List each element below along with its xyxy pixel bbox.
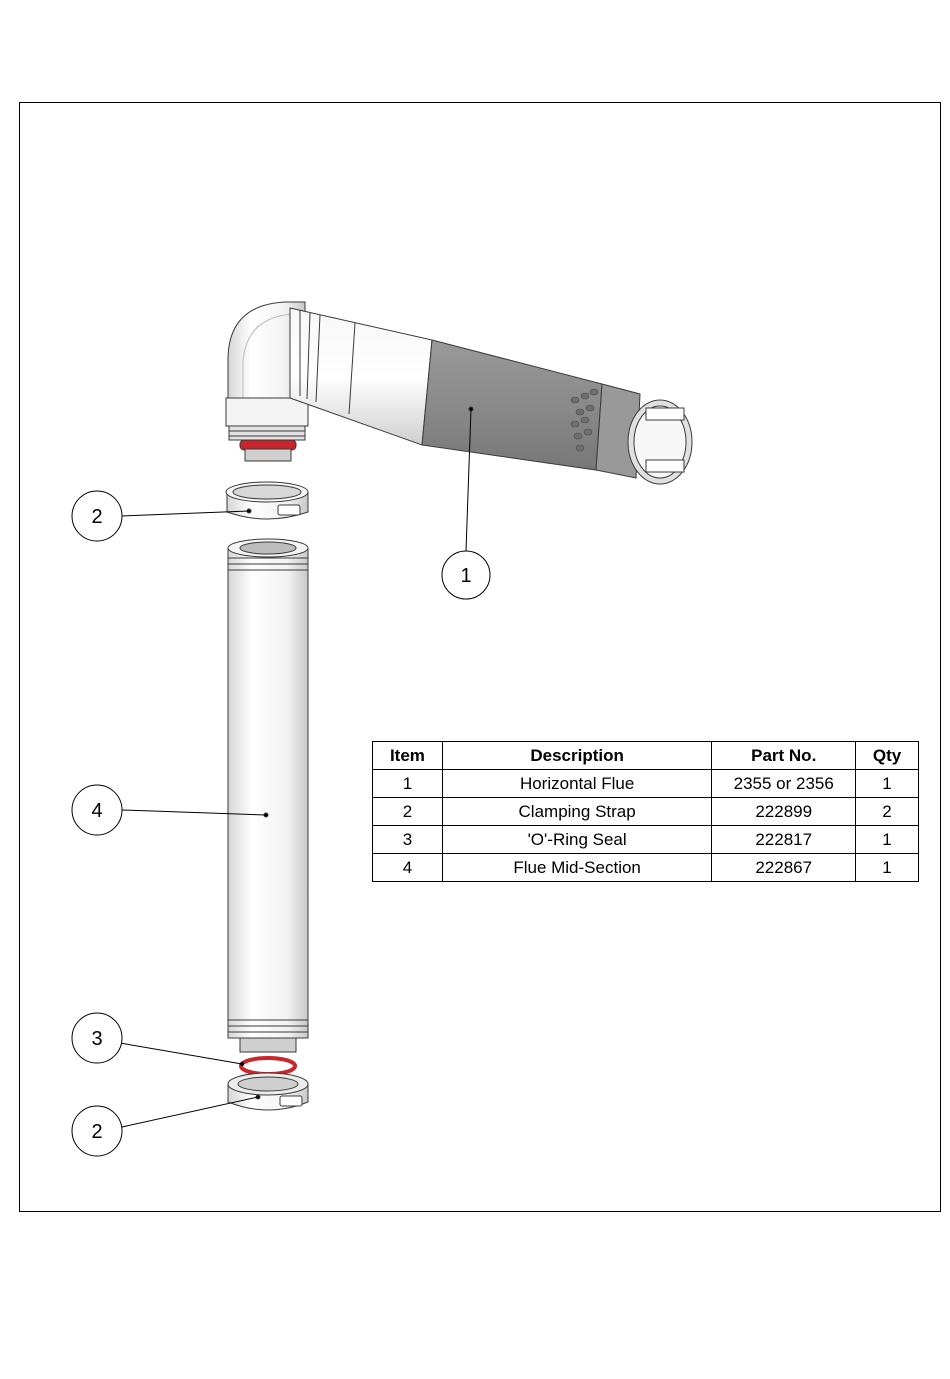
cell-description: 'O'-Ring Seal <box>442 826 711 854</box>
flue-mid-section <box>228 539 308 1052</box>
header-qty: Qty <box>856 742 919 770</box>
cell-description: Horizontal Flue <box>442 770 711 798</box>
callout-3-label: 3 <box>91 1028 102 1050</box>
header-description: Description <box>442 742 711 770</box>
callout-2-bottom: 2 <box>72 1106 122 1156</box>
cell-qty: 1 <box>856 854 919 882</box>
clamping-strap-top <box>226 482 308 519</box>
callout-2-top-label: 2 <box>91 506 102 528</box>
cell-qty: 1 <box>856 826 919 854</box>
cell-qty: 2 <box>856 798 919 826</box>
table-row: 2 Clamping Strap 222899 2 <box>373 798 919 826</box>
header-item: Item <box>373 742 443 770</box>
table-row: 3 'O'-Ring Seal 222817 1 <box>373 826 919 854</box>
cell-item: 4 <box>373 854 443 882</box>
callout-2-top: 2 <box>72 491 122 541</box>
table-row: 4 Flue Mid-Section 222867 1 <box>373 854 919 882</box>
callout-1-label: 1 <box>460 565 471 587</box>
cell-description: Clamping Strap <box>442 798 711 826</box>
callout-4-label: 4 <box>91 800 102 822</box>
cell-qty: 1 <box>856 770 919 798</box>
cell-description: Flue Mid-Section <box>442 854 711 882</box>
o-ring-seal <box>240 1058 295 1074</box>
cell-part-no: 2355 or 2356 <box>712 770 856 798</box>
cell-item: 3 <box>373 826 443 854</box>
clamping-strap-bottom <box>228 1073 308 1110</box>
parts-table: Item Description Part No. Qty 1 Horizont… <box>372 741 919 882</box>
callout-3: 3 <box>72 1013 122 1063</box>
table-row: 1 Horizontal Flue 2355 or 2356 1 <box>373 770 919 798</box>
cell-part-no: 222867 <box>712 854 856 882</box>
table-header-row: Item Description Part No. Qty <box>373 742 919 770</box>
horizontal-flue <box>226 302 692 484</box>
cell-item: 2 <box>373 798 443 826</box>
cell-part-no: 222817 <box>712 826 856 854</box>
callout-1: 1 <box>442 551 490 599</box>
cell-item: 1 <box>373 770 443 798</box>
cell-part-no: 222899 <box>712 798 856 826</box>
callout-2-bottom-label: 2 <box>91 1121 102 1143</box>
header-part-no: Part No. <box>712 742 856 770</box>
callout-4: 4 <box>72 785 122 835</box>
